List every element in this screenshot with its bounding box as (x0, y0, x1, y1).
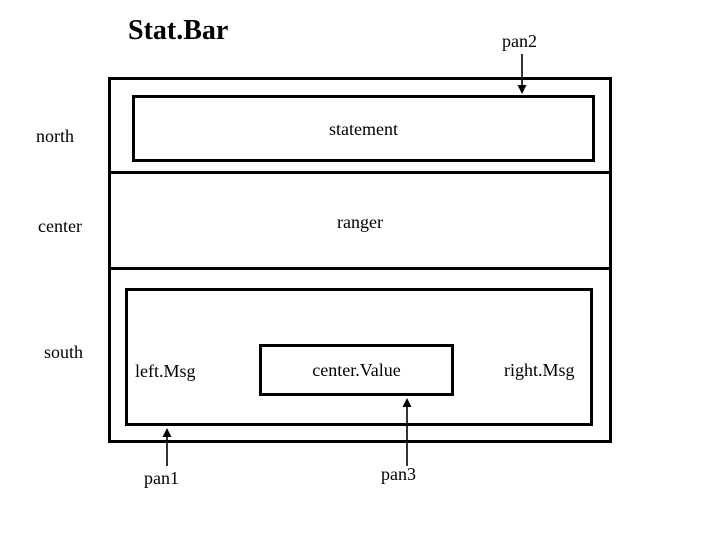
region-label-north: north (36, 126, 74, 146)
pan1-label: pan1 (144, 468, 179, 488)
pan2-label: pan2 (502, 31, 537, 51)
center-value-label: center.Value (312, 360, 401, 380)
region-label-south: south (44, 342, 84, 362)
ranger-label: ranger (337, 212, 383, 232)
pan3-label: pan3 (381, 464, 416, 484)
left-msg-label: left.Msg (135, 361, 196, 381)
right-msg-label: right.Msg (504, 360, 575, 380)
center-value-box: center.Value (259, 344, 454, 396)
diagram-title: Stat.Bar (128, 15, 229, 46)
region-label-center: center (38, 216, 82, 236)
center-south-divider (108, 267, 612, 270)
north-center-divider (108, 171, 612, 174)
statement-box: statement (132, 95, 595, 162)
statement-label: statement (329, 118, 398, 139)
